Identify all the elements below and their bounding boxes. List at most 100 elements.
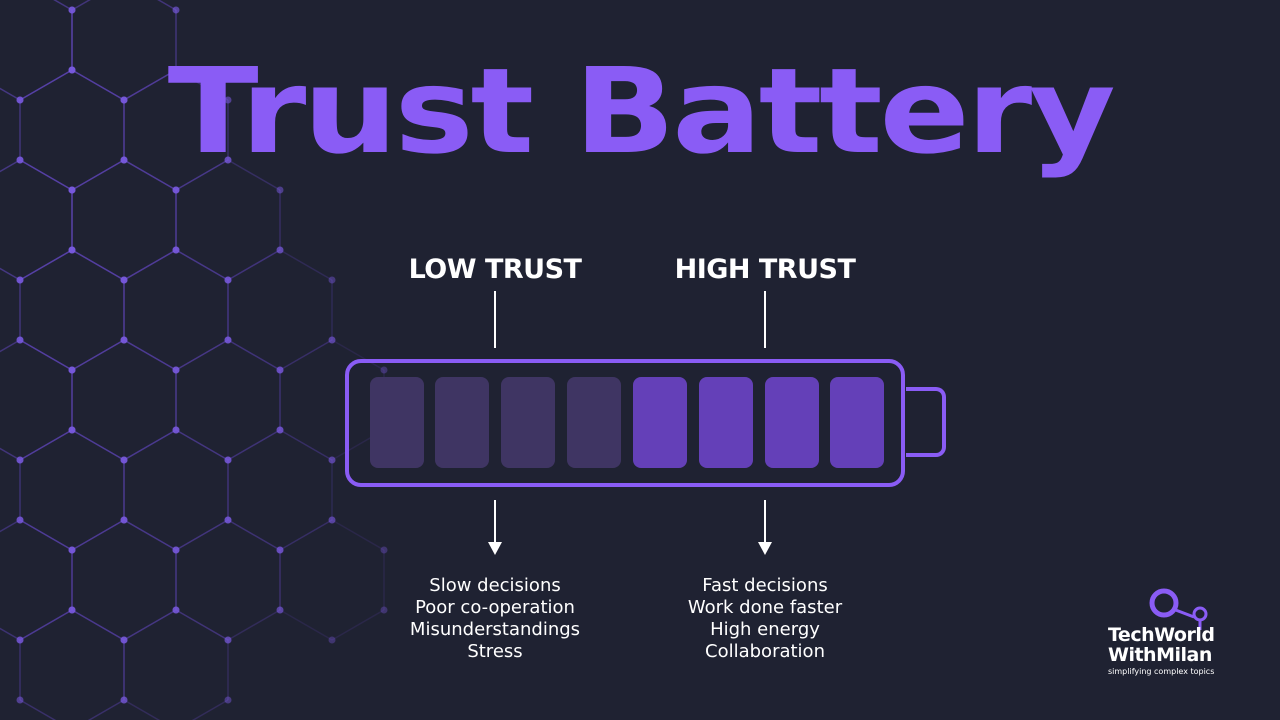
network-edge <box>123 249 177 281</box>
network-edge <box>19 429 73 461</box>
network-node <box>172 66 180 74</box>
network-edge <box>19 249 73 281</box>
network-edge <box>175 339 229 371</box>
network-node <box>328 456 336 464</box>
network-edge <box>19 519 73 551</box>
network-edge <box>0 339 21 353</box>
network-node <box>276 186 284 194</box>
network-edge <box>123 69 177 101</box>
network-edge <box>227 429 281 461</box>
network-node <box>16 516 24 524</box>
network-edge <box>279 249 333 281</box>
high-trust-effect-item: Work done faster <box>687 597 843 618</box>
network-node <box>276 366 284 374</box>
network-node <box>16 456 24 464</box>
high-trust-effect-item: High energy <box>710 619 820 640</box>
network-node <box>68 426 76 434</box>
network-node <box>172 546 180 554</box>
network-edge <box>19 339 73 371</box>
battery-body <box>345 359 905 487</box>
network-node <box>380 606 388 614</box>
high-trust-label: HIGH TRUST <box>674 254 856 285</box>
battery-cell-1 <box>370 377 424 468</box>
network-edge <box>279 519 333 551</box>
network-node <box>328 456 336 464</box>
network-edge <box>175 609 229 641</box>
network-edge <box>19 699 57 720</box>
network-edge <box>175 249 229 281</box>
high-trust-arrow <box>764 500 766 542</box>
network-edge <box>227 519 281 551</box>
network-node <box>224 516 232 524</box>
network-edge <box>331 609 385 641</box>
network-node <box>172 246 180 254</box>
network-edge <box>71 0 91 11</box>
battery-cell-7 <box>765 377 819 468</box>
network-edge <box>123 519 177 551</box>
network-node <box>224 516 232 524</box>
battery-cell-4 <box>567 377 621 468</box>
network-node <box>68 66 76 74</box>
network-edge <box>227 519 281 551</box>
network-node <box>276 606 284 614</box>
network-edge <box>175 159 229 191</box>
network-node <box>172 606 180 614</box>
network-edge <box>279 519 333 551</box>
network-edge <box>191 699 229 720</box>
network-edge <box>279 429 333 461</box>
network-node <box>224 156 232 164</box>
network-edge <box>175 159 229 191</box>
network-node <box>120 336 128 344</box>
network-node <box>224 636 232 644</box>
network-edge <box>123 249 177 281</box>
low-trust-effect-item: Slow decisions <box>429 575 561 596</box>
network-edge <box>19 339 73 371</box>
network-node <box>16 156 24 164</box>
network-node <box>224 336 232 344</box>
network-edge <box>279 609 333 641</box>
network-edge <box>123 429 177 461</box>
network-edge <box>71 69 125 101</box>
network-node <box>16 696 24 704</box>
network-node <box>224 696 232 704</box>
high-trust-connector <box>764 291 766 348</box>
network-node <box>224 96 232 104</box>
network-node <box>224 276 232 284</box>
network-node <box>328 516 336 524</box>
network-edge <box>71 519 125 551</box>
network-node <box>120 696 128 704</box>
network-edge <box>0 267 21 281</box>
network-node <box>172 606 180 614</box>
low-trust-label: LOW TRUST <box>408 254 582 285</box>
network-node <box>120 96 128 104</box>
high-trust-arrow-head <box>758 542 772 555</box>
network-node <box>172 366 180 374</box>
network-node <box>328 336 336 344</box>
network-edge <box>175 429 229 461</box>
network-edge <box>227 249 281 281</box>
network-node <box>120 636 128 644</box>
network-edge <box>123 339 177 371</box>
network-node <box>172 546 180 554</box>
network-node <box>68 606 76 614</box>
network-edge <box>279 429 333 461</box>
network-node <box>16 276 24 284</box>
network-edge <box>19 519 73 551</box>
network-node <box>224 336 232 344</box>
network-node <box>172 606 180 614</box>
network-node <box>120 696 128 704</box>
network-node <box>224 276 232 284</box>
battery-cell-3 <box>501 377 555 468</box>
network-node <box>328 636 336 644</box>
network-edge <box>175 519 229 551</box>
network-edge <box>19 159 73 191</box>
network-edge <box>71 339 125 371</box>
network-edge <box>227 339 281 371</box>
network-edge <box>0 87 21 101</box>
network-edge <box>71 429 125 461</box>
network-edge <box>71 609 125 641</box>
network-node <box>120 516 128 524</box>
low-trust-effect-item: Stress <box>467 641 523 662</box>
network-edge <box>227 159 281 191</box>
